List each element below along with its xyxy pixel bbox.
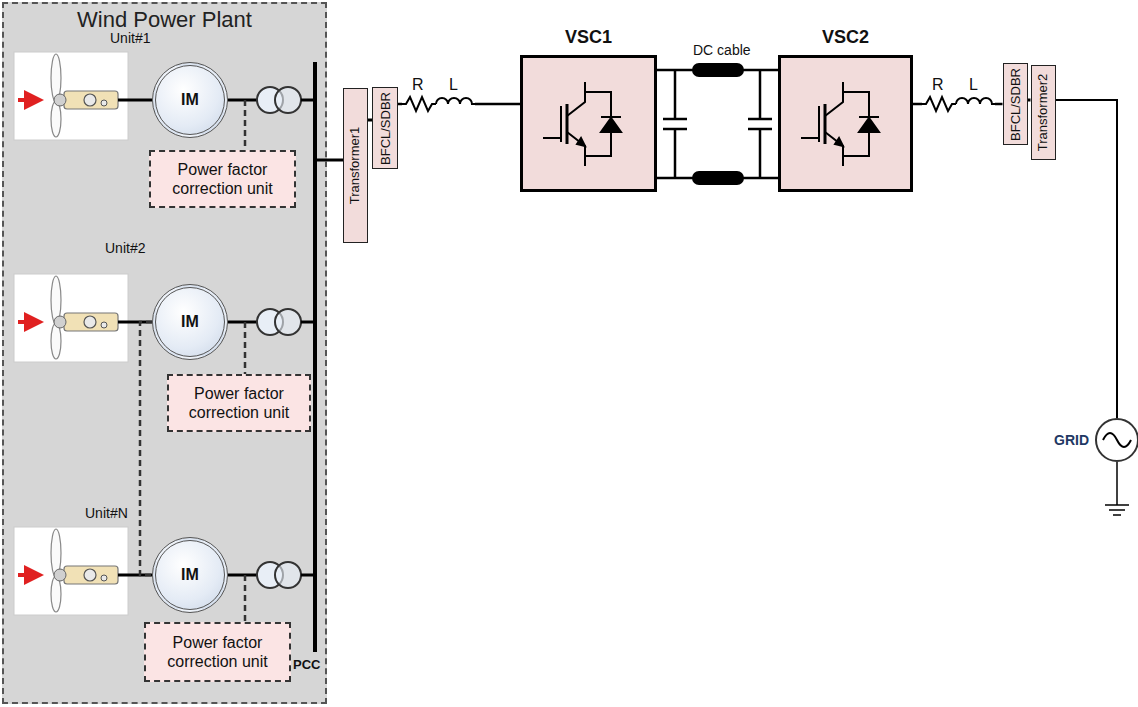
resistor-label: R: [412, 76, 424, 94]
converter-fill: [778, 55, 913, 192]
machine-label: IM: [181, 313, 199, 331]
grid-source: GRID: [1095, 418, 1138, 462]
ground-symbol: [1105, 462, 1129, 515]
converter-fill: [520, 55, 657, 192]
limiter-box: BFCL/SDBR: [1003, 63, 1028, 146]
wind-turbine-unit: [14, 527, 315, 615]
pcc-bus: [313, 62, 317, 652]
limiter-box: BFCL/SDBR: [372, 87, 398, 170]
inductor-label: L: [449, 76, 458, 94]
cable-label: DC cable: [693, 42, 751, 58]
converter-label: VSC1: [503, 27, 674, 48]
bus-label: PCC: [293, 657, 320, 672]
plant-region: IMPower factor correction unitIMPower fa…: [2, 2, 327, 704]
converter-label: VSC2: [761, 27, 930, 48]
plant-ground: [2, 2, 327, 704]
box-label: Power factor correction unit: [174, 384, 304, 422]
machine-label: IM: [181, 566, 199, 584]
unit-link: [140, 322, 152, 575]
box-label: Power factor correction unit: [151, 633, 284, 671]
grid-label: GRID: [1054, 432, 1089, 448]
converter-box: VSC1: [520, 55, 657, 192]
converter-box: VSC2: [778, 55, 913, 192]
pfc-box: Power factor correction unit: [149, 150, 296, 208]
pfc-box: Power factor correction unit: [144, 622, 291, 682]
igbt-symbol: [543, 82, 621, 166]
igbt-symbol: [801, 82, 879, 166]
bus-wire: [315, 159, 343, 162]
transformer-box: Transformer1: [343, 88, 368, 243]
box-label: Transformer1: [348, 127, 363, 205]
resistor-inductor: [402, 95, 475, 113]
wind-turbine-unit: [14, 274, 315, 362]
box-label: BFCL/SDBR: [1008, 68, 1023, 141]
induction-machine: IM: [152, 537, 228, 613]
transformer-box: Transformer2: [1031, 65, 1056, 160]
pfc-box: Power factor correction unit: [167, 374, 311, 432]
wind-turbine-unit: [14, 52, 315, 140]
box-label: Power factor correction unit: [156, 160, 289, 198]
unit-label: Unit#N: [85, 505, 128, 521]
inductor-label: L: [969, 76, 978, 94]
induction-machine: IM: [152, 62, 228, 138]
grid-wire: [1056, 100, 1118, 418]
induction-machine: IM: [152, 284, 228, 360]
resistor-inductor: [922, 95, 995, 113]
unit-label: Unit#2: [105, 240, 145, 256]
unit-label: Unit#1: [110, 30, 150, 46]
resistor-label: R: [932, 76, 944, 94]
dc-link: [657, 63, 778, 185]
box-label: Transformer2: [1036, 74, 1051, 152]
ac-source-wave: [1103, 433, 1131, 447]
machine-label: IM: [181, 91, 199, 109]
box-label: BFCL/SDBR: [378, 92, 393, 165]
region-title: Wind Power Plant: [4, 7, 325, 33]
